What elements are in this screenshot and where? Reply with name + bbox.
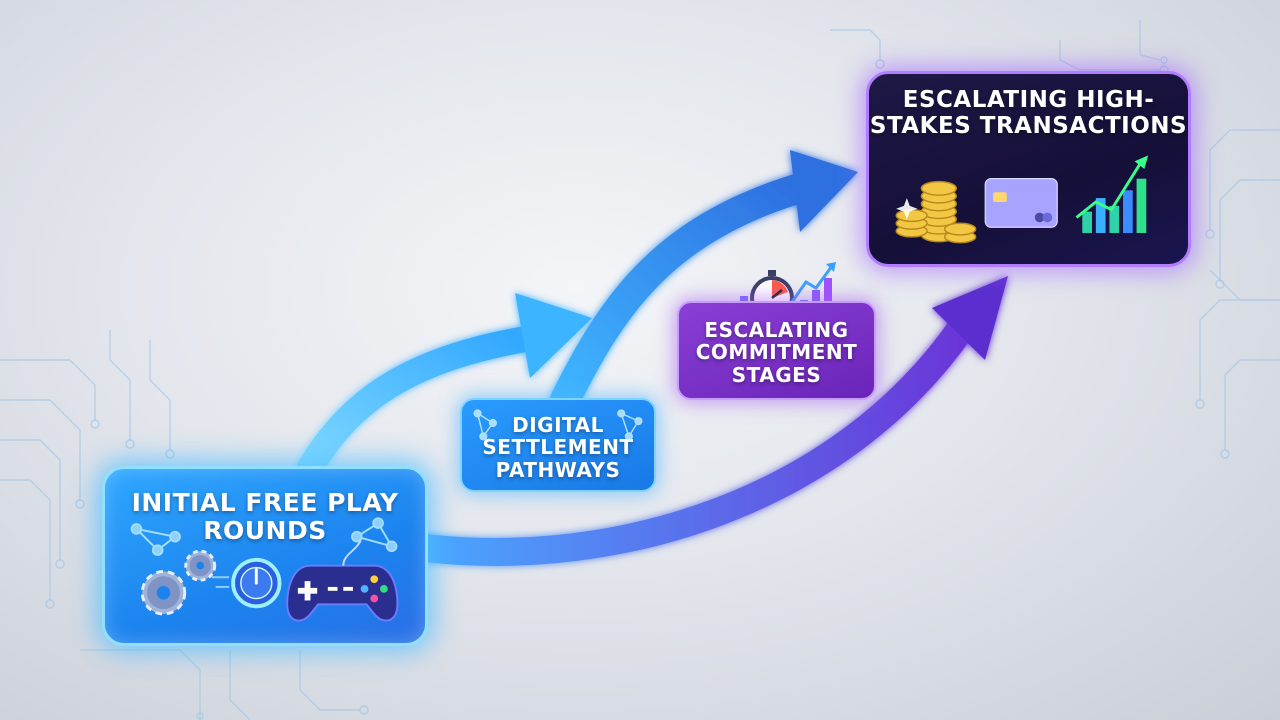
circuit-nodes (45, 56, 1230, 720)
gamepad-icon (286, 540, 399, 622)
arrow-initial-to-escalating (411, 276, 1008, 566)
growth-chart-icon (1075, 155, 1149, 233)
stage-escalating-commitment: Escalating Commitment Stages (677, 301, 876, 400)
credit-card-icon (984, 177, 1058, 228)
stage-digital-settlement: Digital Settlement Pathways (460, 398, 656, 492)
arrow-initial-to-digital (297, 293, 592, 481)
timer-icon (211, 557, 282, 609)
gear-icon (140, 549, 217, 616)
stage-digital-label: Digital Settlement Pathways (482, 413, 634, 482)
stage-initial-free-play: Initial Free Play Rounds (102, 466, 428, 646)
stage-initial-label: Initial Free Play Rounds (131, 488, 399, 545)
stage-high-stakes-transactions: Escalating High-Stakes Transactions (866, 71, 1191, 267)
coins-icon (895, 180, 977, 244)
stage-commitment-label: Escalating Commitment Stages (695, 318, 858, 387)
arrow-digital-to-escalating (550, 150, 858, 415)
circuit-traces (0, 20, 1280, 720)
stage-escalating-label: Escalating High-Stakes Transactions (869, 87, 1188, 139)
